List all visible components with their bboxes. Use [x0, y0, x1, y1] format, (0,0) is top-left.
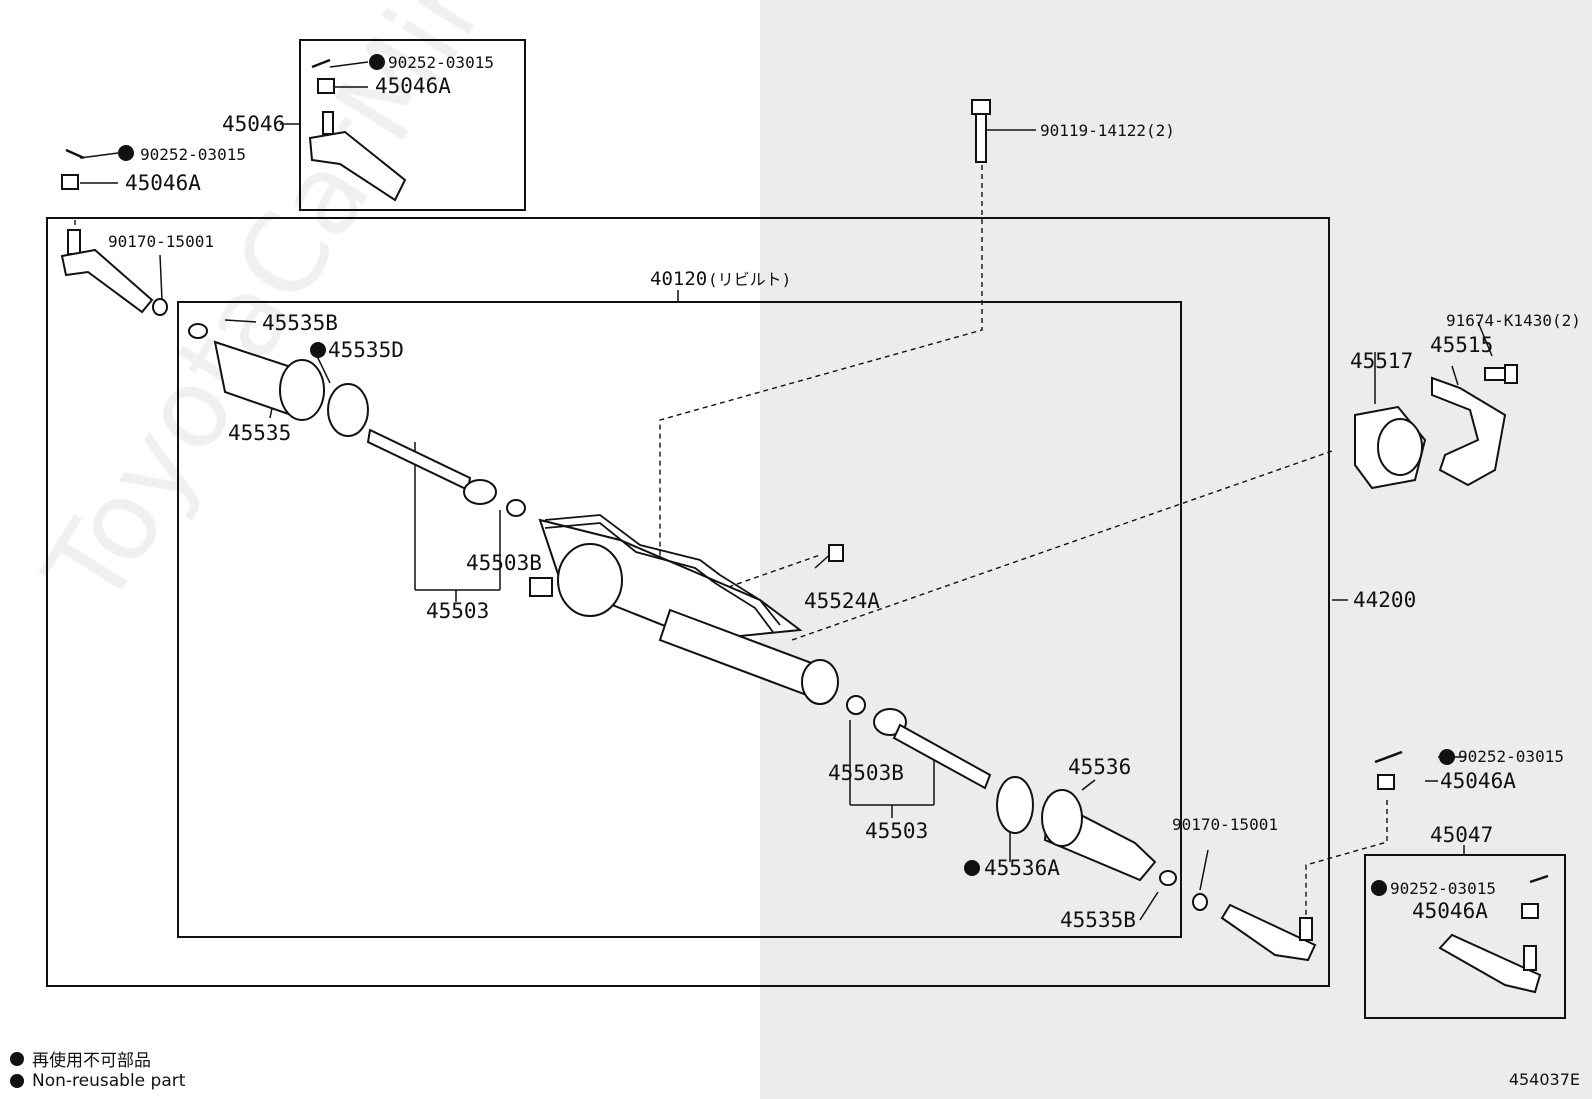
shaded-background: [760, 0, 1592, 1099]
label-90252-top-frame: 90252-03015: [388, 53, 494, 72]
part-labels: 45046 90252-03015 45046A 90252-03015 450…: [108, 53, 1581, 932]
label-45503B-left: 45503B: [466, 551, 542, 575]
label-40120: 40120: [650, 268, 707, 290]
label-45046: 45046: [222, 112, 285, 136]
hydraulic-lines: [544, 514, 781, 633]
tie-rod-end-45047: [1438, 874, 1549, 994]
label-45503-left: 45503: [426, 599, 489, 623]
leader-lines: [79, 61, 1493, 921]
legend-japanese-text: 再使用不可部品: [32, 1051, 151, 1071]
dashed-leaders: [74, 165, 1388, 915]
non-reusable-dot-icon: [10, 1051, 24, 1066]
non-reusable-dot: [964, 860, 980, 876]
label-90252-bottom-frame: 90252-03015: [1390, 879, 1496, 898]
bracket-group: [1354, 364, 1518, 490]
nut-45524A: [828, 544, 844, 562]
non-reusable-dot-icon: [10, 1074, 24, 1088]
right-small-parts: [1374, 750, 1403, 790]
label-91674: 91674-K1430(2): [1446, 311, 1581, 330]
label-45047: 45047: [1430, 823, 1493, 847]
label-45535B-top: 45535B: [262, 311, 338, 335]
frame-45047: [1364, 854, 1566, 1019]
non-reusable-dot: [369, 54, 385, 70]
legend-japanese: 再使用不可部品: [10, 1046, 151, 1071]
non-reusable-dot: [1371, 880, 1387, 896]
label-45503-right: 45503: [865, 819, 928, 843]
label-90119: 90119-14122(2): [1040, 121, 1175, 140]
tie-rod-end-45046: [308, 58, 407, 202]
label-90252-right: 90252-03015: [1458, 747, 1564, 766]
label-45046A-right: 45046A: [1440, 769, 1516, 793]
label-45524A: 45524A: [804, 589, 880, 613]
diagram-code: 454037E: [1508, 1070, 1580, 1089]
label-45503B-right: 45503B: [828, 761, 904, 785]
rack-housing: [529, 518, 839, 705]
tie-rod-end-right: [1192, 893, 1317, 962]
tie-rod-end-left: [60, 148, 168, 316]
label-90252-left: 90252-03015: [140, 145, 246, 164]
label-45517: 45517: [1350, 349, 1413, 373]
label-90170-left: 90170-15001: [108, 232, 214, 251]
inner-tie-rod-right: [846, 695, 992, 790]
label-45046A-top-frame: 45046A: [375, 74, 451, 98]
legend-english-text: Non-reusable part: [32, 1071, 186, 1091]
label-45046A-left: 45046A: [125, 171, 201, 195]
boot-45535-left: [188, 323, 369, 437]
label-45515: 45515: [1430, 333, 1493, 357]
label-45535B-bottom: 45535B: [1060, 908, 1136, 932]
label-45535: 45535: [228, 421, 291, 445]
frame-40120: [177, 301, 1182, 938]
legend-english: Non-reusable part: [10, 1071, 185, 1091]
frame-44200: [46, 217, 1330, 987]
label-44200: 44200: [1353, 588, 1416, 612]
inner-tie-rod-left: [366, 428, 526, 517]
non-reusable-dot: [310, 342, 326, 358]
label-90170-right: 90170-15001: [1172, 815, 1278, 834]
label-45536: 45536: [1068, 755, 1131, 779]
non-reusable-dot: [1439, 749, 1455, 765]
label-45536A: 45536A: [984, 856, 1060, 880]
label-40120-note: (リビルト): [708, 270, 791, 289]
boot-45536-right: [996, 776, 1177, 886]
non-reusable-dot: [118, 145, 134, 161]
bolt-90119: [971, 99, 991, 163]
frame-45046: [299, 39, 526, 211]
label-45535D: 45535D: [328, 338, 404, 362]
label-45046A-bottom-frame: 45046A: [1412, 899, 1488, 923]
